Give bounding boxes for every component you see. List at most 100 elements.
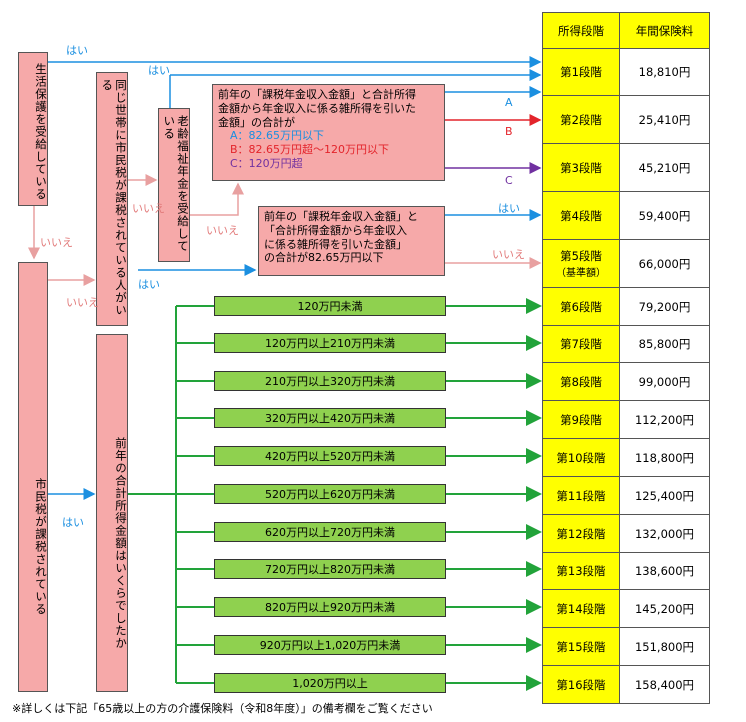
level-sub: （基準額） bbox=[556, 268, 606, 279]
table-row: 第14段階 145,200円 bbox=[542, 589, 710, 628]
table-header-level: 所得段階 bbox=[542, 12, 620, 49]
level-cell: 第16段階 bbox=[542, 665, 620, 704]
table-row: 第12段階 132,000円 bbox=[542, 514, 710, 553]
level-cell: 第10段階 bbox=[542, 438, 620, 477]
level-cell: 第1段階 bbox=[542, 48, 620, 96]
level-name: 第7段階 bbox=[560, 337, 602, 351]
level-name: 第4段階 bbox=[560, 208, 602, 223]
table-row: 第8段階 99,000円 bbox=[542, 362, 710, 401]
level-name: 第9段階 bbox=[560, 412, 602, 427]
footnote: ※詳しくは下記「65歳以上の方の介護保険料（令和8年度）」の備考欄をご覧ください bbox=[12, 702, 433, 715]
level-cell: 第7段階 bbox=[542, 325, 620, 363]
yes-label: はい bbox=[148, 64, 170, 77]
level-cell: 第5段階 （基準額） bbox=[542, 239, 620, 288]
income-range-box: 1,020万円以上 bbox=[214, 673, 446, 693]
level-name: 第10段階 bbox=[556, 450, 606, 465]
income-question-box: 前年の合計所得金額はいくらでしたか bbox=[96, 334, 128, 692]
fee-cell: 18,810円 bbox=[619, 48, 710, 96]
level-cell: 第3段階 bbox=[542, 143, 620, 192]
table-row: 第4段階 59,400円 bbox=[542, 191, 710, 240]
fee-cell: 118,800円 bbox=[619, 438, 710, 477]
note2-line: に係る雑所得を引いた金額」 bbox=[264, 237, 407, 251]
fee-cell: 125,400円 bbox=[619, 476, 710, 515]
level-name: 第2段階 bbox=[560, 112, 602, 127]
fee-cell: 158,400円 bbox=[619, 665, 710, 704]
level-cell: 第8段階 bbox=[542, 362, 620, 401]
yes-label: はい bbox=[66, 44, 88, 57]
option-c: C：120万円超 bbox=[230, 156, 303, 170]
no-label: いいえ bbox=[132, 202, 165, 215]
fee-cell: 145,200円 bbox=[619, 589, 710, 628]
income-range-box: 320万円以上420万円未満 bbox=[214, 408, 446, 428]
fee-cell: 85,800円 bbox=[619, 325, 710, 363]
level-cell: 第13段階 bbox=[542, 552, 620, 590]
table-row: 第6段階 79,200円 bbox=[542, 287, 710, 326]
level-name: 第1段階 bbox=[560, 65, 602, 79]
table-row: 第5段階 （基準額） 66,000円 bbox=[542, 239, 710, 288]
income-threshold-note: 前年の「課税年金収入金額」と 「合計所得金額から年金収入 に係る雑所得を引いた金… bbox=[258, 206, 445, 276]
branch-a-label: A bbox=[505, 96, 513, 109]
income-range-box: 120万円未満 bbox=[214, 296, 446, 316]
welfare-box: 生活保護を受給している bbox=[18, 52, 48, 206]
income-range-box: 420万円以上520万円未満 bbox=[214, 446, 446, 466]
level-name: 第15段階 bbox=[556, 639, 606, 654]
level-name: 第11段階 bbox=[556, 488, 606, 503]
no-label: いいえ bbox=[206, 224, 239, 237]
fee-cell: 132,000円 bbox=[619, 514, 710, 553]
taxed-box: 市民税が課税されている bbox=[18, 262, 48, 692]
table-row: 第16段階 158,400円 bbox=[542, 665, 710, 704]
fee-cell: 25,410円 bbox=[619, 95, 710, 144]
household-box: 同じ世帯に市民税が課税されている人がいる bbox=[96, 72, 128, 326]
income-range-box: 120万円以上210万円未満 bbox=[214, 333, 446, 353]
branch-c-label: C bbox=[505, 174, 513, 187]
income-range-box: 920万円以上1,020万円未満 bbox=[214, 635, 446, 655]
level-name: 第6段階 bbox=[560, 299, 602, 314]
table-header-fee: 年間保険料 bbox=[619, 12, 710, 49]
table-row: 第10段階 118,800円 bbox=[542, 438, 710, 477]
level-cell: 第14段階 bbox=[542, 589, 620, 628]
level-cell: 第11段階 bbox=[542, 476, 620, 515]
table-row: 第11段階 125,400円 bbox=[542, 476, 710, 515]
option-b: B：82.65万円超～120万円以下 bbox=[230, 143, 390, 156]
fee-cell: 99,000円 bbox=[619, 362, 710, 401]
fee-cell: 45,210円 bbox=[619, 143, 710, 192]
no-label: いいえ bbox=[492, 248, 525, 261]
note1-line: 金額から年金収入に係る雑所得を引いた bbox=[218, 101, 416, 115]
note2-line: 「合計所得金額から年金収入 bbox=[264, 223, 407, 237]
income-range-box: 820万円以上920万円未満 bbox=[214, 597, 446, 617]
level-cell: 第12段階 bbox=[542, 514, 620, 553]
fee-cell: 79,200円 bbox=[619, 287, 710, 326]
level-cell: 第15段階 bbox=[542, 627, 620, 666]
level-name: 第8段階 bbox=[560, 374, 602, 389]
table-row: 第7段階 85,800円 bbox=[542, 325, 710, 363]
level-name: 第5段階 bbox=[560, 249, 602, 263]
income-range-box: 210万円以上320万円未満 bbox=[214, 371, 446, 391]
pension-box: 老齢福祉年金を受給している bbox=[158, 108, 190, 262]
income-range-box: 720万円以上820万円未満 bbox=[214, 559, 446, 579]
level-cell: 第6段階 bbox=[542, 287, 620, 326]
level-name: 第12段階 bbox=[556, 526, 606, 541]
option-a: A：82.65万円以下 bbox=[230, 129, 325, 143]
note1-line: 前年の「課税年金収入金額」と合計所得 bbox=[218, 88, 416, 101]
fee-cell: 66,000円 bbox=[619, 239, 710, 288]
fee-cell: 138,600円 bbox=[619, 552, 710, 590]
level-cell: 第2段階 bbox=[542, 95, 620, 144]
yes-label: はい bbox=[138, 278, 160, 291]
branch-b-label: B bbox=[505, 125, 513, 138]
fee-cell: 59,400円 bbox=[619, 191, 710, 240]
yes-label: はい bbox=[62, 516, 84, 529]
level-name: 第16段階 bbox=[556, 677, 606, 692]
income-range-box: 620万円以上720万円未満 bbox=[214, 522, 446, 542]
note1-line: 金額」の合計が bbox=[218, 115, 295, 129]
pension-income-note: 前年の「課税年金収入金額」と合計所得 金額から年金収入に係る雑所得を引いた 金額… bbox=[212, 84, 445, 181]
level-name: 第14段階 bbox=[556, 601, 606, 616]
table-row: 第2段階 25,410円 bbox=[542, 95, 710, 144]
level-cell: 第4段階 bbox=[542, 191, 620, 240]
no-label: いいえ bbox=[40, 236, 73, 249]
note2-line: の合計が82.65万円以下 bbox=[264, 251, 384, 265]
